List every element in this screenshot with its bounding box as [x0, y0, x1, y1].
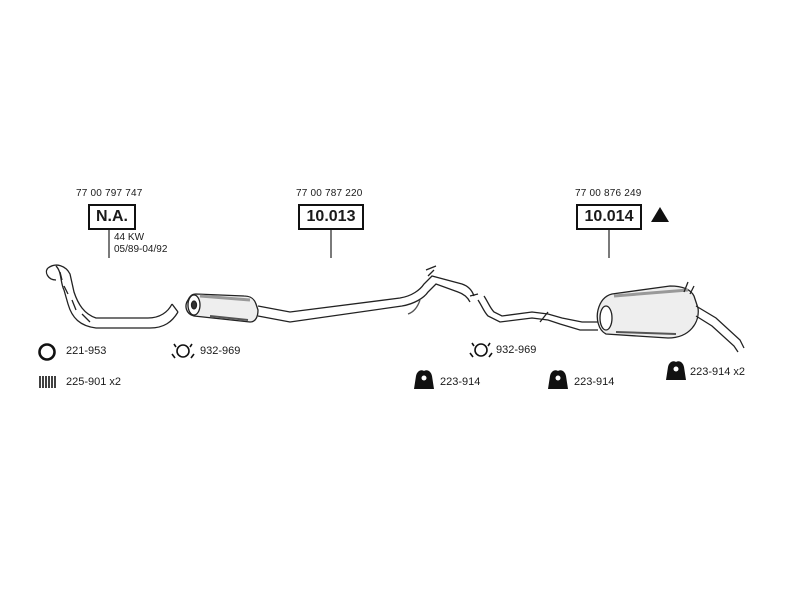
clamp-icon	[171, 343, 195, 359]
rear-silencer	[477, 281, 745, 353]
oem-number: 77 00 787 220	[296, 188, 363, 199]
oem-number: 77 00 876 249	[575, 188, 642, 199]
part-code-hanger: 223-914	[440, 376, 481, 388]
front-pipe	[45, 264, 179, 329]
date-range-spec: 05/89-04/92	[114, 244, 168, 255]
reference-box: 10.013	[298, 204, 364, 230]
clamp-icon	[469, 342, 493, 358]
oem-number: 77 00 797 747	[76, 188, 143, 199]
reference-box: N.A.	[88, 204, 136, 230]
warning-triangle-icon	[651, 207, 669, 222]
spring-icon	[39, 376, 56, 388]
reference-box: 10.014	[576, 204, 642, 230]
part-code-hanger: 223-914	[574, 376, 615, 388]
part-code-hanger: 223-914 x2	[690, 366, 746, 378]
rubber-hanger-icon	[414, 370, 434, 389]
power-spec: 44 KW	[114, 232, 145, 243]
middle-silencer	[185, 265, 479, 323]
part-code-spring: 225-901 x2	[66, 376, 122, 388]
rubber-hanger-icon	[666, 361, 686, 380]
part-code-clamp: 932-969	[496, 344, 537, 356]
rubber-hanger-icon	[548, 370, 568, 389]
ring-gasket-icon	[38, 343, 56, 361]
part-code-clamp: 932-969	[200, 345, 241, 357]
part-code-ring-gasket: 221-953	[66, 345, 107, 357]
